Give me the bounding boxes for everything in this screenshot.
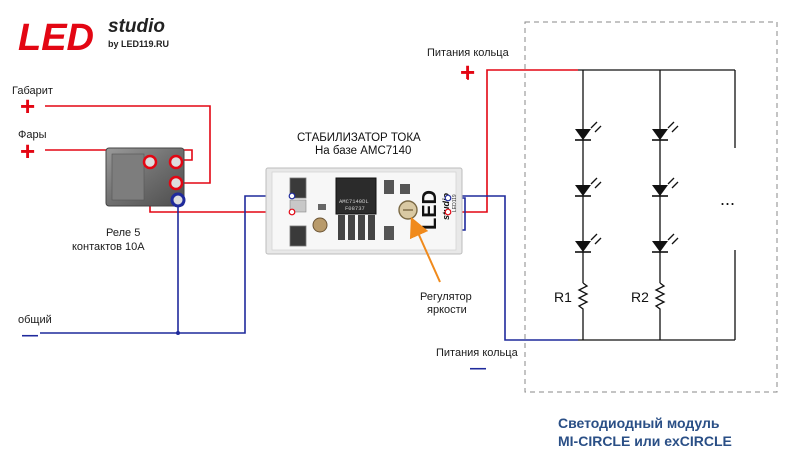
trim-part-icon (312, 217, 328, 233)
chip-text-2: F08737 (345, 205, 365, 212)
pad-out-plus (444, 208, 452, 216)
led-icon (575, 233, 602, 253)
board-brand-site: LED119 (452, 194, 458, 212)
relay-label-line2: контактов 10А (72, 241, 145, 253)
relay (105, 147, 186, 208)
relay-contact-2 (168, 154, 184, 170)
ring-power-minus-icon: — (470, 360, 486, 377)
chip-text-1: AMC7140DL (339, 198, 369, 205)
logo-studio-text: studio (108, 16, 165, 37)
resistor-r1-label: R1 (554, 289, 572, 305)
pad-out-minus (444, 194, 452, 202)
resistor-r2-label: R2 (631, 289, 649, 305)
led-module-wiring (578, 69, 736, 341)
logo-led-text: LED (18, 17, 94, 59)
logo-sub-text: by LED119.RU (108, 39, 169, 49)
wire-common (40, 195, 292, 334)
relay-label-line1: Реле 5 (106, 227, 140, 239)
fary-plus-icon: + (20, 136, 35, 166)
junction-dot (176, 331, 180, 335)
ring-power-top-label: Питания кольца (427, 47, 510, 59)
led-icon (575, 121, 602, 141)
relay-contact-3 (168, 175, 184, 191)
resistor-r1-icon (577, 282, 589, 312)
pad-in-plus (288, 208, 296, 216)
stabilizer-board: AMC7140DL F08737 LED studio LED119 (265, 167, 463, 255)
led-icon (652, 121, 679, 141)
resistor-r2-icon (654, 282, 666, 312)
wire-ring-minus (448, 195, 578, 341)
ledstudio-logo: LED studio by LED119.RU (18, 16, 169, 59)
led-column-1 (575, 121, 602, 312)
module-caption-line1: Светодиодный модуль (558, 415, 720, 431)
regulator-label-line2: яркости (427, 304, 467, 316)
board-brand-led: LED (419, 190, 441, 230)
ring-power-plus-icon: + (460, 57, 475, 87)
fary-label: Фары (18, 129, 47, 141)
pad-in-minus (288, 192, 296, 200)
module-caption-line2: MI-CIRCLE или exCIRCLE (558, 433, 732, 449)
stabilizer-title-1: СТАБИЛИЗАТОР ТОКА (297, 132, 421, 144)
regulator-label-line1: Регулятор (420, 291, 472, 303)
wire-ring-plus (448, 69, 578, 213)
chip-amc7140 (335, 177, 377, 215)
led-icon (652, 177, 679, 197)
led-column-2 (652, 121, 679, 312)
common-minus-icon: — (22, 327, 38, 344)
led-icon (575, 177, 602, 197)
led-icon (652, 233, 679, 253)
relay-contact-4 (170, 192, 186, 208)
gabarit-plus-icon: + (20, 91, 35, 121)
relay-contact-1 (142, 154, 158, 170)
wire-gabarit (45, 105, 211, 184)
common-label: общий (18, 314, 52, 326)
gabarit-label: Габарит (12, 85, 53, 97)
stabilizer-title-2: На базе AMC7140 (315, 145, 411, 157)
board-brand-studio: studio (441, 193, 451, 220)
led-module-frame (524, 21, 778, 393)
regulator-arrow (409, 216, 441, 283)
ring-power-bottom-label: Питания кольца (436, 347, 519, 359)
more-columns-ellipsis: ... (720, 189, 735, 209)
